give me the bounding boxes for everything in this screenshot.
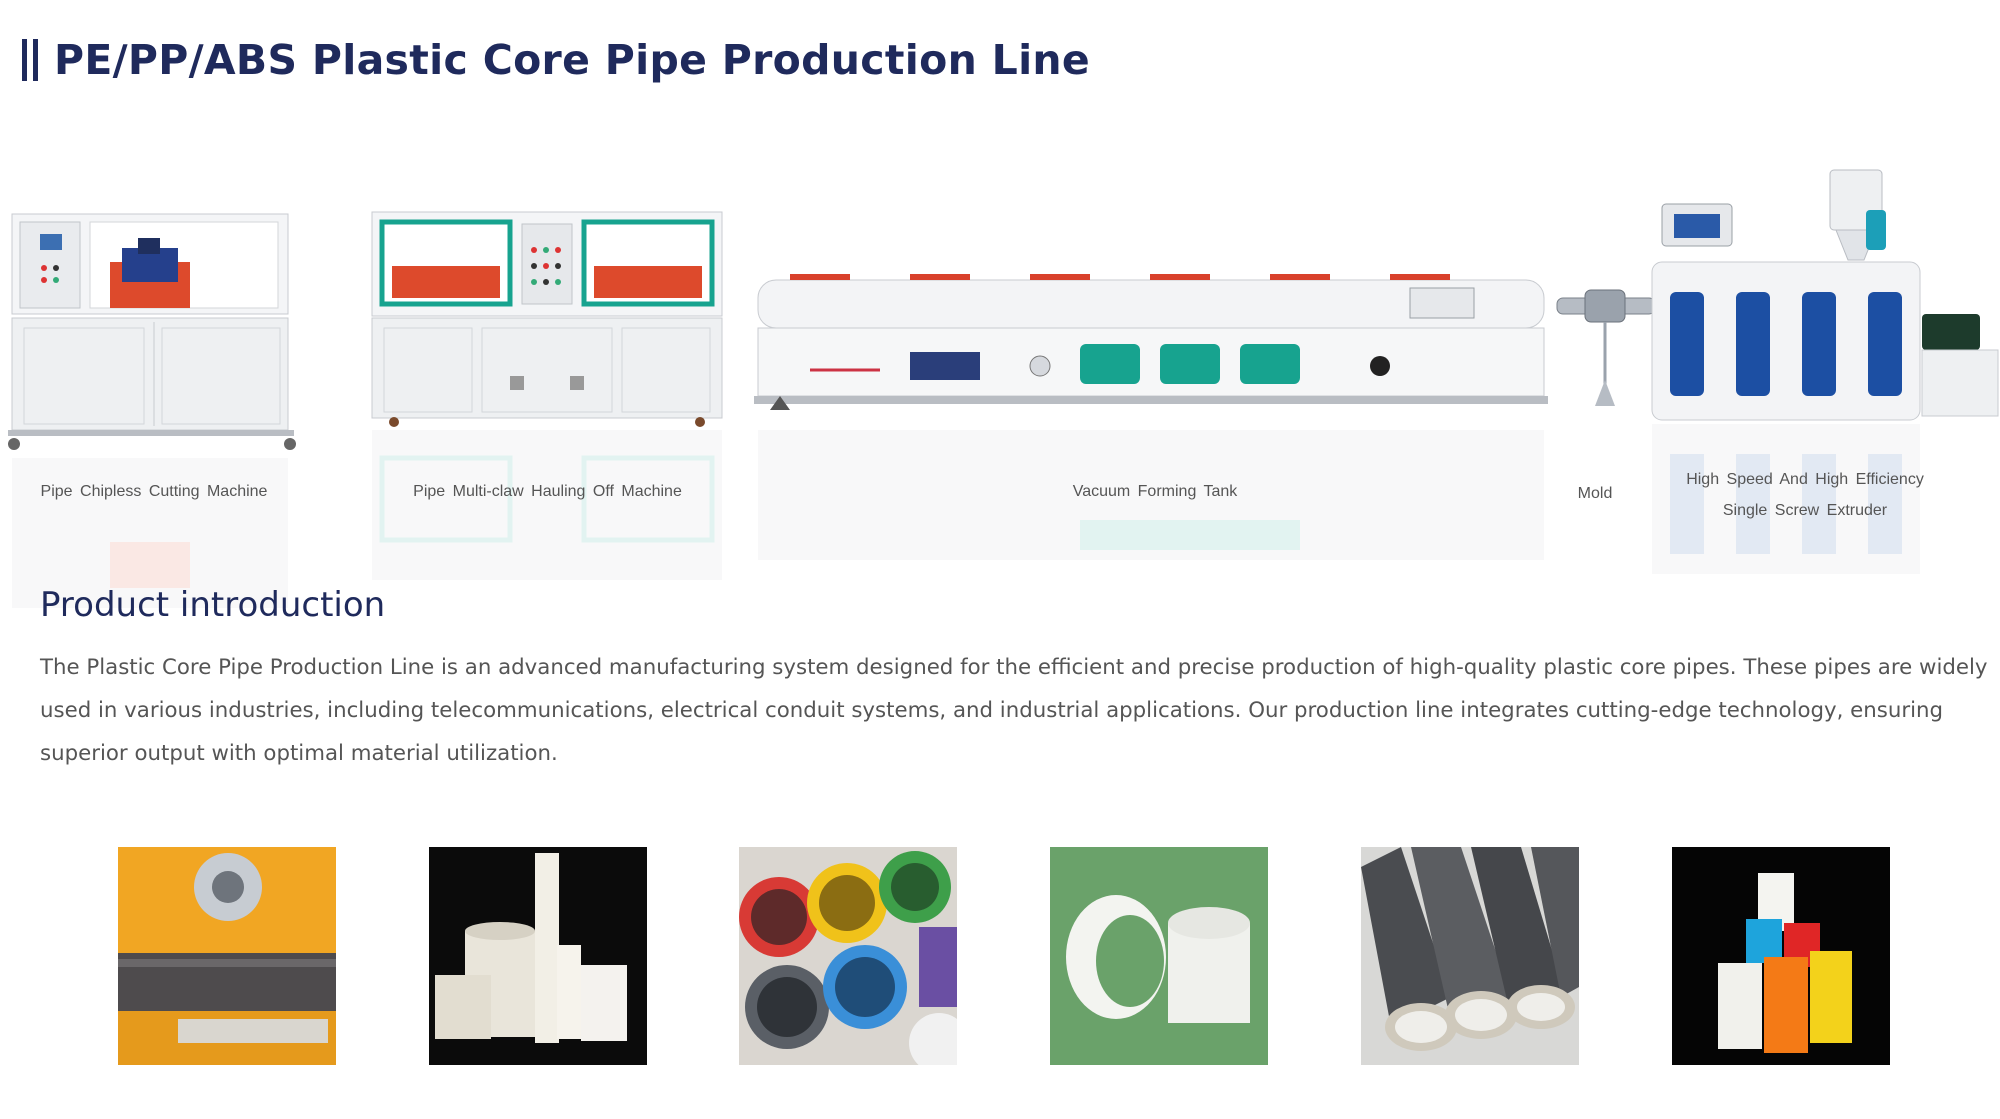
hauling-machine-label: Pipe Multi-claw Hauling Off Machine [413, 483, 682, 500]
cutting-machine-label: Pipe Chipless Cutting Machine [40, 483, 268, 500]
title-marker [22, 39, 38, 81]
section-heading: Product introduction [40, 585, 386, 625]
extruder-label: High Speed And High Efficiency Single Sc… [1660, 464, 1950, 526]
mold-illustration [1556, 289, 1656, 406]
page-title: PE/PP/ABS Plastic Core Pipe Production L… [54, 36, 1091, 84]
cutting-machine-illustration [8, 213, 296, 450]
extruder-label-line2: Single Screw Extruder [1722, 502, 1888, 519]
photo-colored-tubes-black-bg [1672, 847, 1890, 1065]
photo-white-core-pipes [429, 847, 647, 1065]
cutting-machine-reflection [12, 458, 288, 608]
mold-label: Mold [1577, 485, 1613, 502]
intro-paragraph: The Plastic Core Pipe Production Line is… [40, 655, 1988, 766]
hauling-machine-illustration [371, 211, 723, 427]
photo-white-pipe-green-bg [1050, 847, 1268, 1065]
vacuum-tank-reflection [758, 430, 1544, 560]
extruder-reflection [1652, 424, 1920, 574]
title-bar: PE/PP/ABS Plastic Core Pipe Production L… [22, 34, 1090, 86]
vacuum-tank-illustration [754, 274, 1548, 410]
vacuum-tank-label: Vacuum Forming Tank [1072, 483, 1238, 500]
photo-pipe-machinery [118, 847, 336, 1065]
product-gallery [0, 847, 2000, 1067]
extruder-illustration [1651, 169, 1999, 421]
photo-gray-pipes [1361, 847, 1579, 1065]
hauling-machine-reflection [372, 430, 722, 580]
extruder-label-line1: High Speed And High Efficiency [1686, 471, 1924, 488]
production-line: Pipe Chipless Cutting Machine Pipe Multi… [0, 160, 2000, 640]
photo-colored-pipes [739, 847, 957, 1065]
